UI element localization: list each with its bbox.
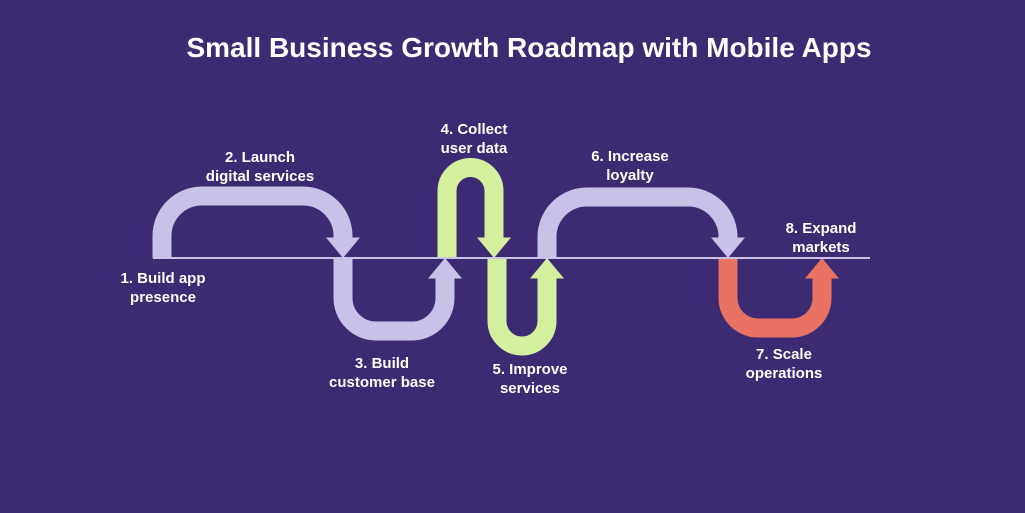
step-2-label-line1: 2. Launch [224,149,295,166]
arrowhead-down-launch-digital-services [326,237,360,258]
arrow-segment-increase-loyalty [537,187,738,258]
step-4-label-line1: 4. Collect [440,121,508,138]
step-7-label: 7. Scale operations [746,345,823,383]
arrowhead-down-increase-loyalty [711,237,745,258]
step-3-label: 3. Build customer base [329,354,435,392]
step-1-label-line1: 1. Build app [120,270,206,287]
step-4-label: 4. Collect user data [441,120,508,158]
step-3-label-line1: 3. Build [354,355,410,372]
step-2-label-line2: digital services [205,168,315,185]
step-6-label-line2: loyalty [606,167,654,184]
step-1-label-line2: presence [130,289,196,306]
step-5-label-line2: services [499,380,561,397]
arrowhead-up-improve-services [530,258,564,279]
arrow-segment-launch-digital-services [152,186,353,258]
step-1-label: 1. Build app presence [120,269,205,307]
step-6-label: 6. Increase loyalty [591,147,669,185]
step-7-label-line2: operations [745,365,823,382]
arrow-segment-build-customer-base [333,258,455,341]
arrowhead-up-expand-markets [805,258,839,279]
arrowhead-down-collect-user-data [477,237,511,258]
arrow-segment-improve-services [487,258,557,356]
arrow-segment-scale-operations [718,258,832,338]
step-6-label-line1: 6. Increase [591,148,669,165]
step-7-label-line1: 7. Scale [756,346,812,363]
step-5-label-line1: 5. Improve [492,361,568,378]
step-2-label: 2. Launch digital services [206,148,314,186]
step-8-label-line1: 8. Expand [785,220,857,237]
step-4-label-line2: user data [440,140,508,157]
step-5-label: 5. Improve services [492,360,567,398]
step-8-label-line2: markets [792,239,850,256]
arrowhead-up-build-customer-base [428,258,462,279]
step-8-label: 8. Expand markets [786,219,857,257]
step-3-label-line2: customer base [329,374,435,391]
diagram-title: Small Business Growth Roadmap with Mobil… [186,32,872,63]
arrow-segment-collect-user-data [437,158,504,258]
